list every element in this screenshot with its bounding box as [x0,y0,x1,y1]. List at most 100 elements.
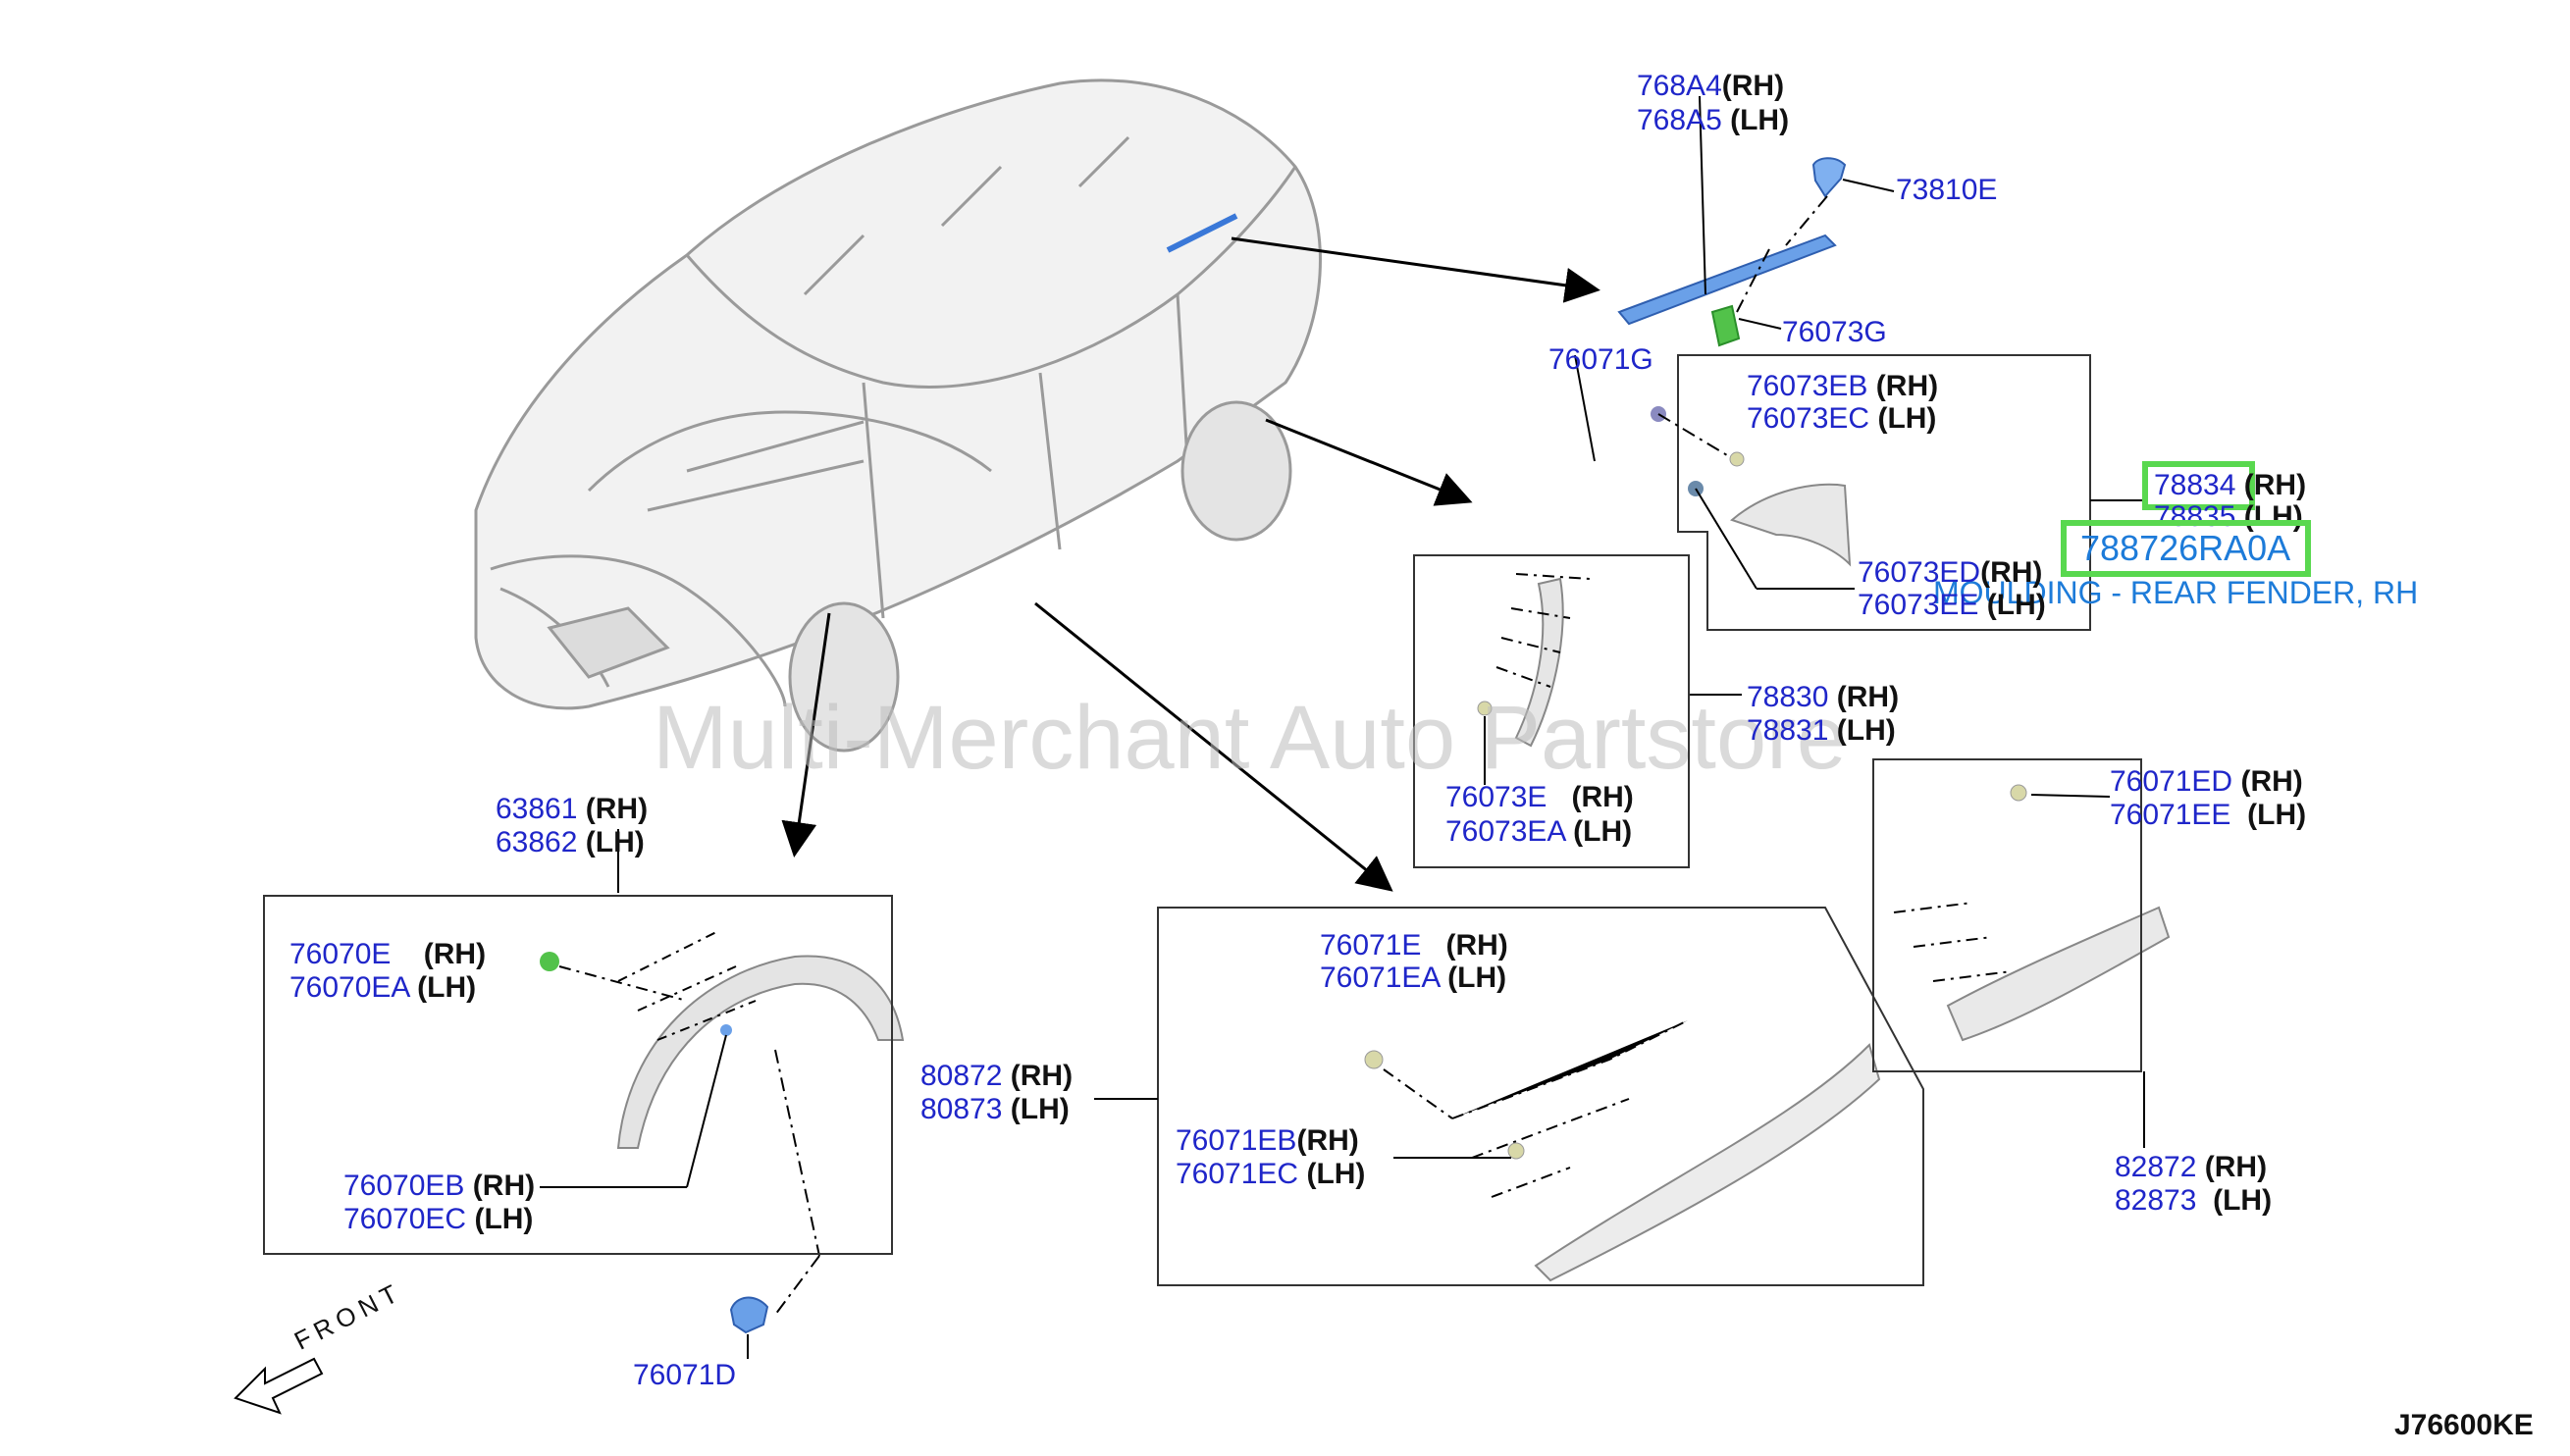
side-label: (LH) [1447,962,1507,994]
side-label: (LH) [1986,589,2046,621]
part-link-78831[interactable]: 78831 [1747,714,1829,747]
side-label: (RH) [2204,1151,2268,1183]
vehicle-illustration [474,78,1322,753]
side-label: (RH) [585,793,649,825]
callout-76070eb: 76070EB (RH) [343,1170,535,1203]
side-label: (RH) [1571,781,1634,813]
side-label: (RH) [1980,556,2043,589]
callout-76073eb: 76073EB (RH) [1747,370,1938,403]
highlighted-part-number[interactable]: 788726RA0A [2080,528,2291,568]
side-label: (RH) [2240,765,2303,798]
part-link-76073ed[interactable]: 76073ED [1858,556,1981,589]
highlighted-part-description: MOULDING - REAR FENDER, RH [1933,575,2419,610]
watermark: Multi-Merchant Auto Partstore [653,688,1847,788]
callout-76071ee: 76071EE (LH) [2110,799,2306,832]
part-link-76073g[interactable]: 76073G [1782,316,1887,348]
callout-78834: 78834 (RH) [2154,469,2306,502]
highlight-box-788726ra0a [2061,520,2311,577]
diagram-code: J76600KE [2394,1409,2534,1441]
part-link-76071d[interactable]: 76071D [633,1359,737,1391]
callout-76073ee: 76073EE (LH) [1858,589,2046,622]
part-link-76070ea[interactable]: 76070EA [289,971,409,1004]
part-link-76073eb[interactable]: 76073EB [1747,370,1868,402]
callout-76071g: 76071G [1548,343,1653,377]
callout-76071eb: 76071EB(RH) [1176,1124,1359,1158]
callout-76070ec: 76070EC (LH) [343,1203,533,1236]
part-link-76071ed[interactable]: 76071ED [2110,765,2233,798]
rear-fender-box [1677,354,2091,631]
part-link-82873[interactable]: 82873 [2115,1184,2197,1217]
callout-80873: 80873 (LH) [920,1093,1070,1126]
side-label: (RH) [1010,1060,1074,1092]
side-sill-front-part [1094,1019,1881,1282]
part-link-76071eb[interactable]: 76071EB [1176,1124,1297,1157]
part-link-78830[interactable]: 78830 [1747,681,1829,713]
front-fender-moulding-part [540,829,905,1359]
part-link-768a4[interactable]: 768A4 [1637,70,1722,102]
part-link-73810e[interactable]: 73810E [1896,174,1998,206]
callout-78831: 78831 (LH) [1747,714,1896,748]
front-direction-arrow [234,1357,324,1415]
wheel-arch-moulding-part [1477,573,1742,785]
callout-76071d: 76071D [633,1359,736,1392]
part-link-76070e[interactable]: 76070E [289,938,392,970]
side-label: (LH) [2243,500,2303,533]
part-link-78835[interactable]: 78835 [2154,500,2236,533]
part-link-76073ee[interactable]: 76073EE [1858,589,1979,621]
side-label: (RH) [1875,370,1939,402]
callout-63861: 63861 (RH) [496,793,648,826]
callout-768a4: 768A4(RH) [1637,70,1784,103]
callout-76071ec: 76071EC (LH) [1176,1158,1365,1191]
part-link-76073e[interactable]: 76073E [1445,781,1547,813]
callout-73810e: 73810E [1896,174,1997,207]
side-sill-rear-box [1872,758,2142,1072]
side-label: (LH) [1306,1158,1366,1190]
part-link-63862[interactable]: 63862 [496,826,578,858]
part-link-76071g[interactable]: 76071G [1548,343,1653,376]
callout-76073ec: 76073EC (LH) [1747,402,1936,436]
side-label: (LH) [1836,714,1896,747]
part-link-76071ee[interactable]: 76071EE [2110,799,2231,831]
side-sill-box [1157,907,1924,1286]
callout-76070ea: 76070EA (LH) [289,971,476,1005]
side-label: (LH) [1010,1093,1070,1125]
pointer-arrows [781,236,1600,892]
part-link-76071e[interactable]: 76071E [1320,929,1422,962]
side-label: (LH) [417,971,477,1004]
vehicle-roof-moulding-marker [1166,213,1238,253]
part-link-78834[interactable]: 78834 [2154,469,2236,501]
part-link-80872[interactable]: 80872 [920,1060,1003,1092]
highlight-78834 [2142,461,2255,510]
side-label: (RH) [1296,1124,1359,1157]
part-link-76070eb[interactable]: 76070EB [343,1170,465,1202]
callout-63862: 63862 (LH) [496,826,645,859]
part-link-76071ec[interactable]: 76071EC [1176,1158,1299,1190]
side-label: (RH) [1836,681,1900,713]
side-label: (LH) [474,1203,534,1235]
side-label: (LH) [1573,815,1633,848]
side-label: (RH) [1721,70,1785,102]
wheel-arch-box [1413,554,1690,868]
callout-76073g: 76073G [1782,316,1887,349]
side-label: (RH) [472,1170,536,1202]
callout-76073ea: 76073EA (LH) [1445,815,1632,849]
callout-80872: 80872 (RH) [920,1060,1073,1093]
part-link-76073ec[interactable]: 76073EC [1747,402,1870,435]
side-label: (RH) [1445,929,1508,962]
side-label: (LH) [1877,402,1937,435]
callout-76073ed: 76073ED(RH) [1858,556,2042,590]
side-sill-rear-part [1893,784,2171,1148]
callout-76071ea: 76071EA (LH) [1320,962,1506,995]
side-label: (RH) [2243,469,2307,501]
part-link-80873[interactable]: 80873 [920,1093,1003,1125]
callout-768a5: 768A5 (LH) [1637,104,1789,137]
part-link-82872[interactable]: 82872 [2115,1151,2197,1183]
callout-76071e: 76071E (RH) [1320,929,1508,962]
side-label: (LH) [2213,1184,2273,1217]
part-link-63861[interactable]: 63861 [496,793,578,825]
part-link-76073ea[interactable]: 76073EA [1445,815,1565,848]
part-link-76071ea[interactable]: 76071EA [1320,962,1440,994]
part-link-768a5[interactable]: 768A5 [1637,104,1722,136]
part-link-76070ec[interactable]: 76070EC [343,1203,467,1235]
